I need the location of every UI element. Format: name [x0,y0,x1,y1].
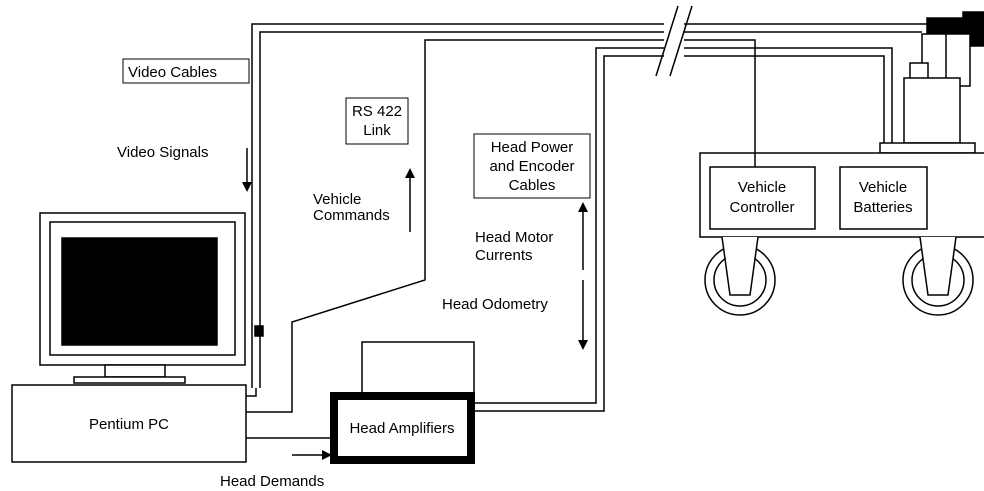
rs422-label-line2: Link [363,122,391,139]
video-signals-label: Video Signals [117,144,208,161]
vehicle-controller-box [709,166,816,230]
camera-head [879,11,984,154]
rs422-cable [246,39,756,413]
head-odometry-label: Head Odometry [442,296,548,313]
head-power-cable [471,47,893,412]
vehicle [699,152,984,316]
head-amplifiers-box [330,392,475,464]
vehicle-controller-label-line1: Vehicle [738,179,786,196]
right-wheel [902,236,974,316]
pentium-pc-box [11,384,247,463]
head-power-label-line2: and Encoder [489,158,574,175]
amplifier-top-unit [361,341,475,395]
head-power-label-box [473,133,591,199]
vehicle-batteries-box [839,166,928,230]
head-power-label-line3: Cables [509,177,556,194]
video-cables-label-box [122,58,250,84]
video-cable-pc-link [246,388,257,397]
vehicle-batteries-label-line2: Batteries [853,199,912,216]
head-amplifiers-label: Head Amplifiers [349,420,454,437]
left-wheel [704,236,776,316]
rs422-label-line1: RS 422 [352,103,402,120]
monitor [39,212,246,384]
video-cables-label: Video Cables [128,64,217,81]
vehicle-commands-label-line1: Vehicle [313,191,361,208]
vehicle-batteries-label-line1: Vehicle [859,179,907,196]
head-motor-currents-label-line2: Currents [475,247,533,264]
head-demands-label: Head Demands [220,473,324,490]
video-cable [251,23,930,388]
monitor-screen [61,237,218,346]
head-power-label-line1: Head Power [491,139,574,156]
vehicle-controller-label-line2: Controller [729,199,794,216]
rs422-label-box [345,97,409,145]
cable-break-mark [655,4,693,77]
pentium-pc-label: Pentium PC [89,416,169,433]
vehicle-commands-label-line2: Commands [313,207,390,224]
head-motor-currents-label-line1: Head Motor [475,229,553,246]
